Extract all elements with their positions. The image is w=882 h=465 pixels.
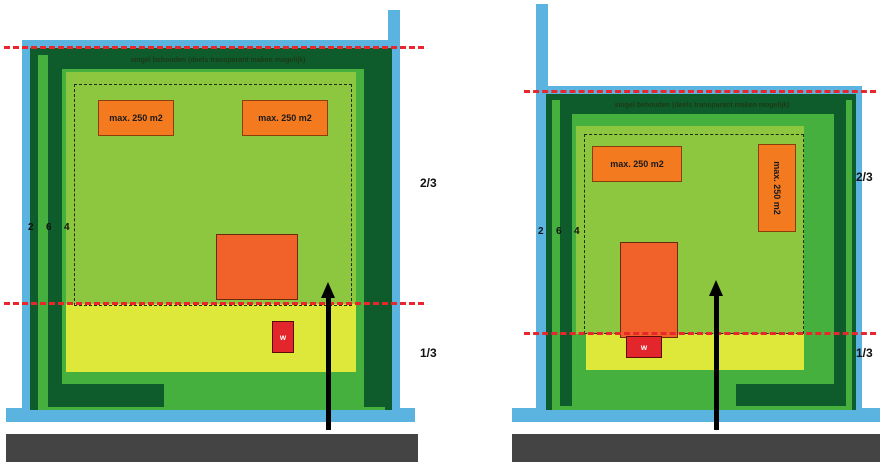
dashed-line-top [4, 46, 424, 49]
access-arrow-head [321, 282, 335, 298]
front-yard-area [66, 304, 356, 372]
hedge-inner-bottom [48, 384, 164, 407]
dim-2: 2 [28, 222, 34, 233]
house [216, 234, 298, 300]
hedge-inner-right [364, 55, 388, 407]
dim-2: 2 [538, 226, 544, 237]
w-box: w [272, 321, 294, 353]
outbuilding-zone-1: max. 250 m2 [592, 146, 682, 182]
hedge-inner-right [834, 100, 846, 406]
water-ditch-bottom [512, 408, 880, 422]
ratio-two-thirds: 2/3 [420, 176, 437, 190]
building-envelope [74, 84, 352, 306]
access-arrow-shaft [326, 296, 331, 430]
hedge-label: singel behouden (deels transparant maken… [614, 102, 790, 109]
hedge-label: singel behouden (deels transparant maken… [130, 57, 306, 64]
access-arrow-shaft [714, 294, 719, 430]
hedge-inner-bottom [736, 384, 846, 406]
house [620, 242, 678, 338]
hedge-inner-top [48, 55, 388, 69]
outbuilding-zone-2: max. 250 m2 [758, 144, 796, 232]
dim-4: 4 [574, 226, 580, 237]
dashed-line-middle [4, 302, 424, 305]
dim-6: 6 [46, 222, 52, 233]
ratio-one-third: 1/3 [420, 346, 437, 360]
outbuilding-zone-1: max. 250 m2 [98, 100, 174, 136]
road [512, 434, 880, 462]
front-yard-area [586, 334, 804, 370]
dashed-line-middle [524, 332, 876, 335]
outbuilding-zone-2: max. 250 m2 [242, 100, 328, 136]
ratio-one-third: 1/3 [856, 346, 873, 360]
dim-4: 4 [64, 222, 70, 233]
hedge-inner-left [560, 100, 572, 406]
ratio-two-thirds: 2/3 [856, 170, 873, 184]
hedge-inner-top [560, 100, 844, 114]
dim-6: 6 [556, 226, 562, 237]
outbuilding-zone-2-label: max. 250 m2 [772, 161, 783, 215]
dashed-line-top [524, 90, 876, 93]
w-box: w [626, 336, 662, 358]
road [6, 434, 418, 462]
access-arrow-head [709, 280, 723, 296]
hedge-inner-left [48, 55, 62, 407]
water-ditch-bottom [6, 408, 415, 422]
